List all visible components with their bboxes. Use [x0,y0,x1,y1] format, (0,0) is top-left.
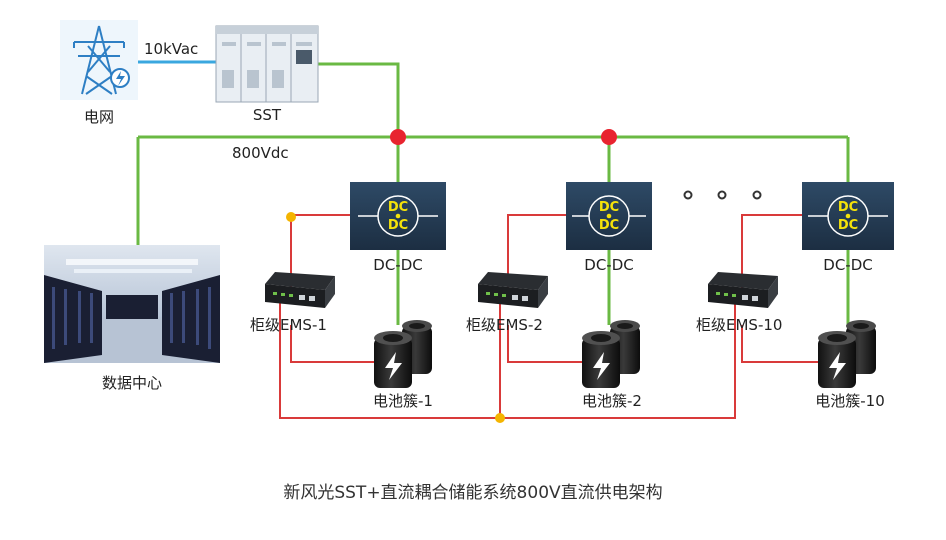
comm-line-bottom-left [279,290,500,419]
datacenter-label: 数据中心 [101,374,163,392]
bus-junction-2 [601,129,617,145]
dcdc-icon-text-bottom: DC [838,218,858,233]
comm-line-ems2-bat2 [507,325,582,363]
dcdc-converter-2: DC DC [566,182,652,250]
ems-label-2: 柜级EMS-2 [466,316,543,334]
bus-junction-1 [390,129,406,145]
dc-bus-lines [136,62,850,325]
dcdc-icon-text-top: DC [599,200,619,215]
grid-label: 电网 [83,108,115,126]
comm-line-ems3-dcdc3 [741,214,802,290]
dcdc-converter-3: DC DC [802,182,894,250]
dc-voltage-label: 800Vdc [232,144,289,162]
battery-cluster-1 [374,320,432,388]
dcdc-label-1: DC-DC [373,256,423,274]
dcdc-icon-text-bottom: DC [599,218,619,233]
datacenter-image [44,245,220,363]
comm-junction-bottom [495,413,505,423]
dcdc-icon-text-bottom: DC [388,218,408,233]
sst-cabinet-icon [215,25,319,103]
comm-line-bottom-right [500,290,736,419]
battery-cluster-2 [582,320,640,388]
ems-device-3 [708,272,778,308]
ac-voltage-label: 10kVac [144,40,199,58]
battery-label-1: 电池簇-1 [373,392,433,410]
comm-line-ems3-bat3 [741,325,818,363]
battery-label-2: 电池簇-2 [582,392,642,410]
comm-line-ems2-dcdc2 [507,214,566,290]
ems-device-1 [265,272,335,308]
power-tower-icon [60,20,138,100]
ems-label-3: 柜级EMS-10 [696,316,783,334]
comm-line-ems1-bat1 [290,325,374,363]
battery-label-3: 电池簇-10 [815,392,885,410]
battery-cluster-3 [818,320,876,388]
comm-lines [279,214,818,419]
diagram-caption: 新风光SST+直流耦合储能系统800V直流供电架构 [283,483,663,503]
ems-device-2 [478,272,548,308]
dcdc-label-2: DC-DC [584,256,634,274]
dcdc-icon-text-top: DC [388,200,408,215]
ellipsis-dots [683,190,762,200]
sst-label: SST [252,106,282,124]
ems-label-1: 柜级EMS-1 [250,316,327,334]
dcdc-label-3: DC-DC [823,256,873,274]
dcdc-icon-text-top: DC [838,200,858,215]
dcdc-converter-1: DC DC [350,182,446,250]
comm-junction-top [286,212,296,222]
sst-to-bus [318,62,400,137]
